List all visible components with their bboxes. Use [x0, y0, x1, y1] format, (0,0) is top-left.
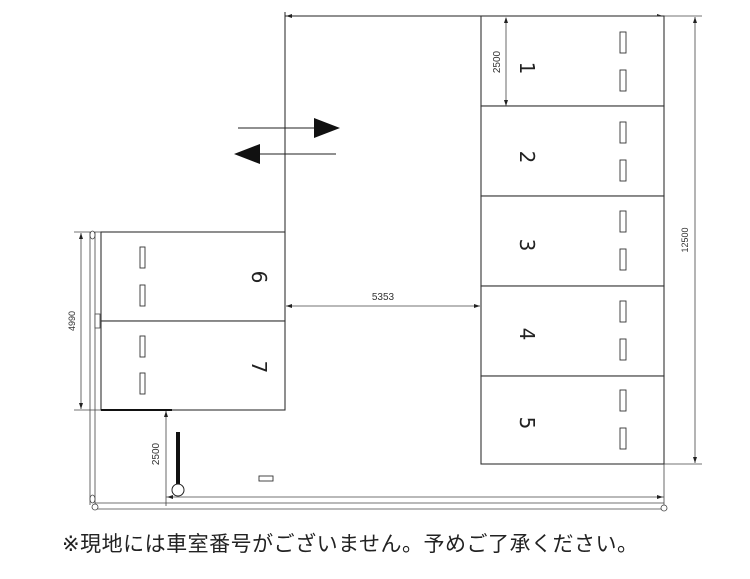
stall-3 — [480, 195, 665, 287]
left-dimension-line: 4990 — [67, 231, 101, 411]
dim-bottom-clearance: 2500 — [151, 442, 162, 465]
disclaimer-note: ※現地には車室番号がございません。予めご了承ください。 — [62, 532, 639, 556]
stall-number-3: 3 — [515, 239, 539, 252]
stall-2 — [480, 105, 665, 197]
gate-bar-icon — [171, 432, 185, 497]
left-stall-block: 6 7 — [100, 231, 286, 411]
stall-number-4: 4 — [515, 328, 539, 341]
right-stall-block: 1 2 3 4 5 — [480, 15, 665, 465]
aisle-dimension: 5353 — [286, 292, 480, 308]
wheel-stops-right — [619, 31, 627, 450]
marker-icon — [258, 475, 274, 482]
wheel-stops-left — [139, 246, 146, 395]
stall-number-2: 2 — [515, 151, 539, 164]
boundary-wall — [89, 230, 668, 512]
dim-total-length: 12500 — [680, 227, 690, 252]
stall-number-6: 6 — [247, 271, 271, 284]
stall-number-5: 5 — [515, 417, 539, 430]
dim-left-block: 4990 — [67, 311, 77, 331]
stall-number-1: 1 — [515, 62, 539, 75]
arrow-right-icon — [238, 118, 340, 138]
stall-4 — [480, 285, 665, 377]
traffic-arrows — [234, 118, 340, 164]
stall-number-7: 7 — [247, 361, 271, 374]
stall-6 — [100, 231, 286, 322]
dim-aisle-width: 5353 — [372, 292, 395, 303]
right-dimension-line: 12500 — [664, 15, 702, 465]
stall-1 — [480, 15, 665, 107]
stall-5 — [480, 375, 665, 465]
dim-stall-width: 2500 — [492, 50, 503, 73]
stall-7 — [100, 320, 286, 411]
stall-width-dimension: 2500 — [492, 17, 508, 106]
arrow-left-icon — [234, 144, 336, 164]
bottom-clearance-dimension: 2500 — [151, 411, 173, 506]
